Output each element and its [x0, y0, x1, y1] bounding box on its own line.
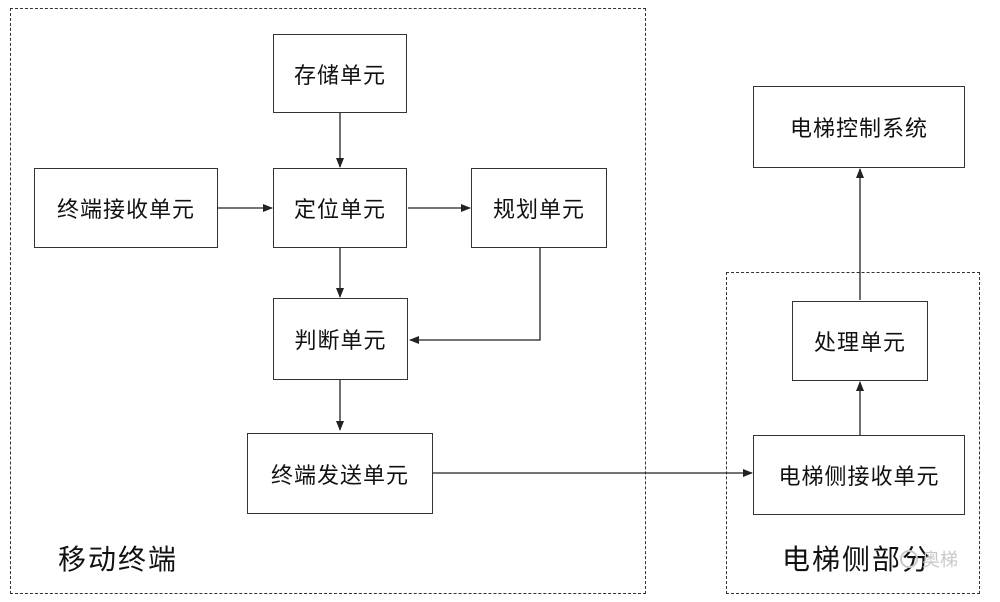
arrow-planning-to-judgment [409, 248, 541, 344]
terminal-receive-unit-label: 终端接收单元 [56, 198, 195, 223]
region-elevator-side [726, 272, 980, 594]
elevator-receive-unit-label: 电梯侧接收单元 [778, 465, 940, 490]
watermark-logo-icon [900, 550, 918, 568]
elevator-receive-unit-box: 电梯侧接收单元 [753, 435, 965, 515]
terminal-send-unit-label: 终端发送单元 [270, 463, 409, 489]
positioning-unit-label: 定位单元 [293, 198, 386, 223]
watermark: 奥梯 [900, 546, 958, 572]
planning-unit-box: 规划单元 [471, 168, 607, 248]
watermark-text: 奥梯 [922, 550, 958, 571]
storage-unit-label: 存储单元 [293, 63, 386, 89]
mobile-terminal-label: 移动终端 [58, 543, 179, 576]
terminal-receive-unit-box: 终端接收单元 [34, 168, 218, 248]
elevator-control-system-label: 电梯控制系统 [789, 117, 928, 142]
positioning-unit-box: 定位单元 [273, 168, 407, 248]
terminal-send-unit-box: 终端发送单元 [247, 433, 433, 514]
elevator-control-system-box: 电梯控制系统 [753, 86, 965, 168]
processing-unit-label: 处理单元 [813, 331, 906, 356]
region-mobile-terminal [10, 8, 646, 594]
judgment-unit-box: 判断单元 [273, 298, 408, 380]
judgment-unit-label: 判断单元 [294, 329, 387, 354]
planning-unit-label: 规划单元 [492, 198, 585, 223]
processing-unit-box: 处理单元 [792, 301, 928, 381]
storage-unit-box: 存储单元 [273, 34, 407, 113]
